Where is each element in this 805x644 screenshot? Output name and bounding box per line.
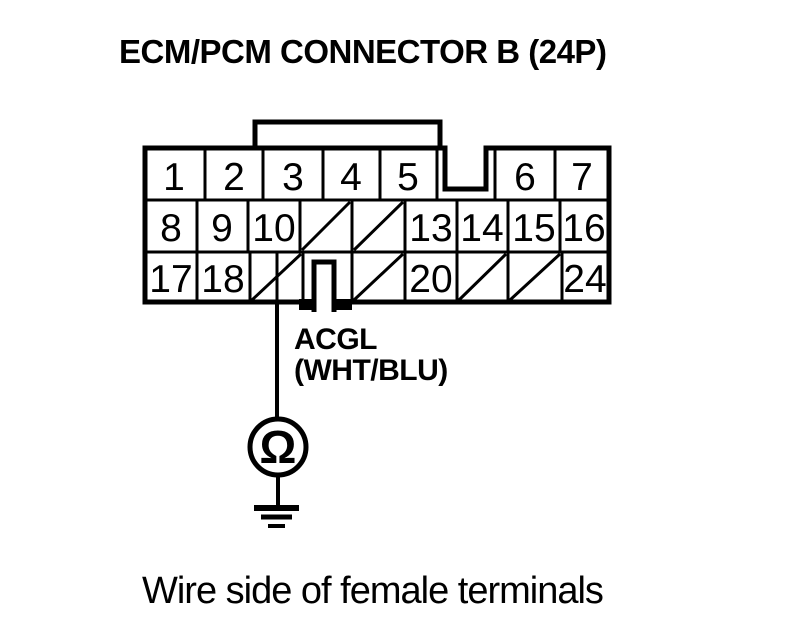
pin-label: 14 xyxy=(460,207,503,250)
pin-label: 20 xyxy=(409,258,452,301)
wire-signal-name: ACGL xyxy=(294,323,377,356)
keyway-notch xyxy=(311,259,337,312)
pin-label: 16 xyxy=(562,207,605,250)
connector-tab xyxy=(252,119,443,148)
pin-label: 18 xyxy=(201,258,244,301)
wire-label: ACGL (WHT/BLU) xyxy=(294,324,448,386)
pin-label: 13 xyxy=(409,207,452,250)
pin-labels: 1 2 3 4 5 6 7 8 9 10 13 14 15 16 17 18 2… xyxy=(149,156,606,301)
pin-label: 10 xyxy=(252,207,295,250)
pin-label: 24 xyxy=(563,258,606,301)
pin-label: 3 xyxy=(282,156,304,199)
pin-label: 4 xyxy=(340,156,362,199)
ground-icon xyxy=(254,505,299,528)
pin-label: 17 xyxy=(149,258,192,301)
ohm-symbol-icon: Ω xyxy=(260,421,297,473)
pin-label: 15 xyxy=(512,207,555,250)
pin-label: 8 xyxy=(160,207,182,250)
pin-label: 1 xyxy=(163,156,185,199)
pin-label: 5 xyxy=(397,156,419,199)
no-terminal-slash xyxy=(300,200,352,252)
diagram-title: ECM/PCM CONNECTOR B (24P) xyxy=(119,33,607,70)
no-terminal-slash xyxy=(352,200,405,252)
pin-label: 6 xyxy=(514,156,536,199)
no-terminal-slash xyxy=(250,252,303,302)
diagram-caption: Wire side of female terminals xyxy=(142,570,604,612)
no-terminal-slash xyxy=(457,252,508,302)
wire-color-code: (WHT/BLU) xyxy=(294,354,448,387)
no-terminal-slashes xyxy=(250,200,562,302)
pin-label: 7 xyxy=(571,156,593,199)
no-terminal-slash xyxy=(508,252,562,302)
pin-label: 9 xyxy=(211,207,233,250)
pin-label: 2 xyxy=(223,156,245,199)
connector-grid xyxy=(145,148,609,302)
no-terminal-slash xyxy=(352,252,405,302)
